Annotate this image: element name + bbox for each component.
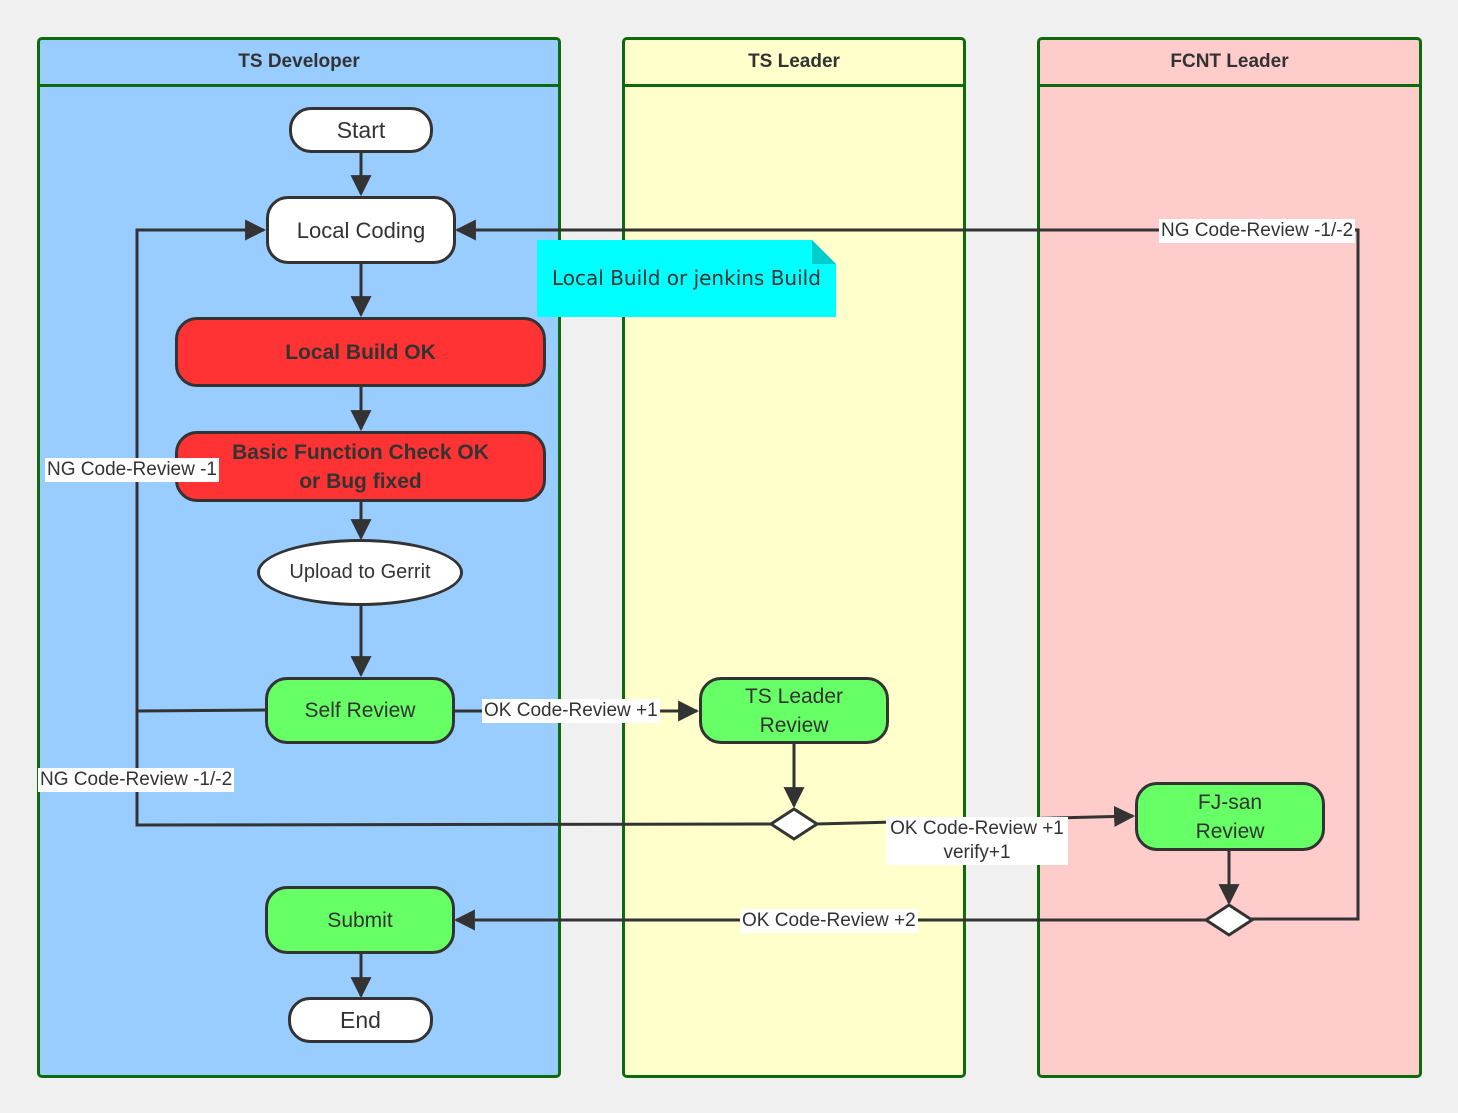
edge-leader-ng-loop <box>135 711 774 827</box>
lane-ts-leader: TS Leader <box>622 37 966 1078</box>
edge-label-ng-fcnt: NG Code-Review -1/-2 <box>1159 219 1356 243</box>
end-node: End <box>288 997 433 1043</box>
edge-fcnt-ng-loop <box>454 219 1360 921</box>
edge-label-ok-leader: OK Code-Review +1 verify+1 <box>886 817 1068 865</box>
edge-label-ng-leader: NG Code-Review -1/-2 <box>38 768 235 792</box>
basic-function-check-node: Basic Function Check OK or Bug fixed <box>175 431 546 502</box>
edge-label-ok-self: OK Code-Review +1 <box>482 699 660 723</box>
ts-leader-review-node: TS Leader Review <box>699 677 889 744</box>
local-build-ok-node: Local Build OK <box>175 317 546 387</box>
lane-title: TS Developer <box>40 40 558 87</box>
decision-leader <box>768 807 820 841</box>
lane-title: FCNT Leader <box>1040 40 1419 87</box>
start-node: Start <box>289 107 433 153</box>
local-coding-node: Local Coding <box>266 196 456 264</box>
decision-fcnt <box>1203 903 1255 937</box>
note-text: Local Build or jenkins Build <box>552 266 821 290</box>
submit-node: Submit <box>265 886 455 954</box>
upload-to-gerrit-node: Upload to Gerrit <box>257 539 463 606</box>
sticky-note <box>537 240 836 317</box>
lane-title: TS Leader <box>625 40 963 87</box>
edge-label-ok-fcnt: OK Code-Review +2 <box>740 909 918 933</box>
self-review-node: Self Review <box>265 677 455 744</box>
fj-san-review-node: FJ-san Review <box>1135 782 1325 851</box>
edge-label-ng-self: NG Code-Review -1 <box>45 458 219 482</box>
